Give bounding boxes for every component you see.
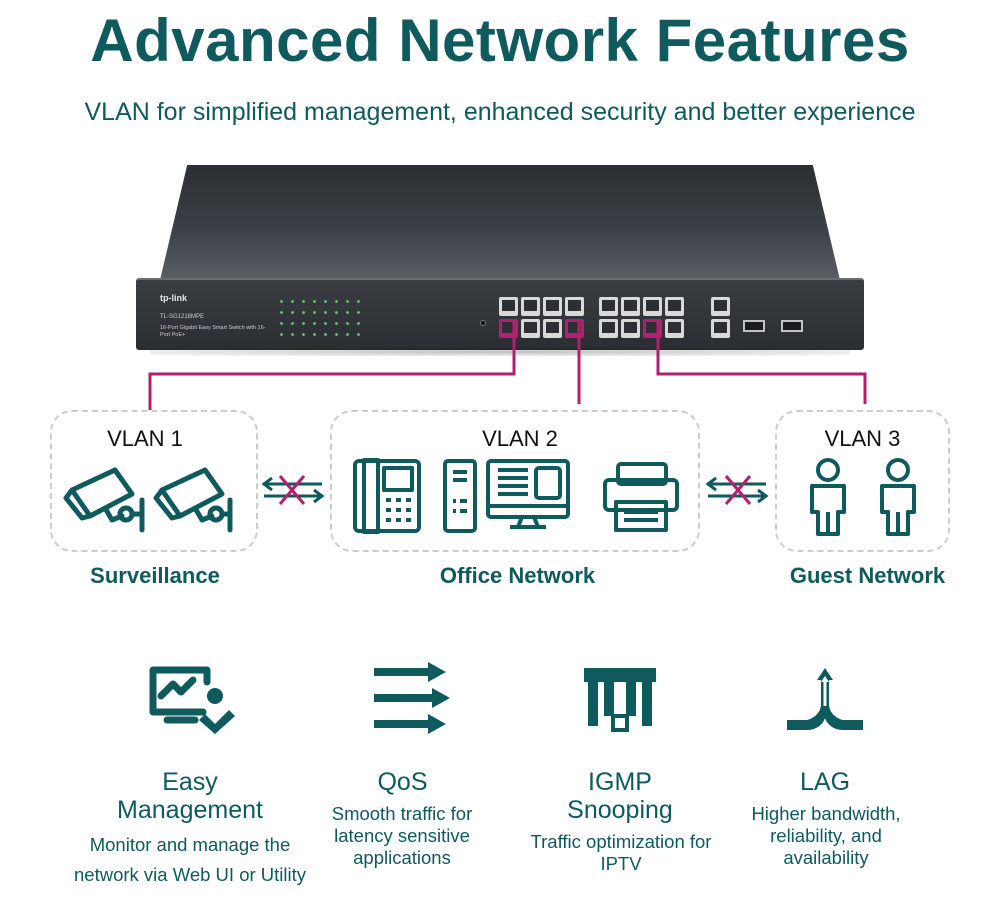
feature-title-lag: LAG (799, 768, 851, 796)
led-grid (276, 296, 368, 340)
port (643, 297, 662, 316)
monitor-icon (486, 459, 570, 529)
page-subtitle: VLAN for simplified management, enhanced… (84, 98, 916, 126)
port (665, 319, 684, 338)
switch-front-panel: tp-link TL-SG1218MPE 16-Port Gigabit Eas… (136, 278, 864, 350)
person-icon (810, 458, 846, 536)
vlan2-box (330, 410, 700, 552)
camera-icon (63, 467, 233, 533)
port (599, 297, 618, 316)
switch-top (160, 165, 840, 280)
vlan2-label: VLAN 2 (482, 426, 558, 451)
person-icon (880, 458, 916, 536)
page-title: Advanced Network Features (90, 7, 910, 74)
monitor-check-icon (149, 666, 235, 734)
port (711, 297, 730, 316)
sfp-port (743, 320, 765, 332)
phone-icon (353, 458, 421, 534)
port (521, 319, 540, 338)
feature-desc-igmp: Traffic optimization for IPTV (530, 831, 712, 874)
port (543, 319, 562, 338)
port-group-1 (499, 297, 584, 338)
feature-title-easy-management: Easy Management (117, 768, 263, 824)
port (521, 297, 540, 316)
port (565, 297, 584, 316)
switch-model: TL-SG1218MPE (160, 314, 205, 320)
port (711, 319, 730, 338)
port (621, 297, 640, 316)
feature-desc-qos: Smooth traffic for latency sensitive app… (331, 803, 473, 868)
aggregation-icon (787, 668, 863, 730)
port (599, 319, 618, 338)
vlan1-label: VLAN 1 (107, 426, 183, 451)
office-network-label: Office Network (439, 563, 596, 588)
office-devices (353, 458, 679, 534)
feature-title-igmp: IGMP Snooping (567, 768, 673, 824)
blocked-link-icon (705, 475, 769, 505)
multicast-icon (584, 668, 656, 732)
port (543, 297, 562, 316)
link-vlan3 (656, 320, 867, 404)
feature-desc-easy-management: Monitor and manage the network via Web U… (74, 834, 306, 885)
vlan3-label: VLAN 3 (824, 426, 901, 451)
port (621, 319, 640, 338)
surveillance-label: Surveillance (90, 563, 220, 588)
sfp-port (781, 320, 803, 332)
computer-tower-icon (443, 459, 477, 533)
arrows-icon (374, 662, 450, 734)
switch-description: 16-Port Gigabit Easy Smart Switch with 1… (160, 325, 266, 338)
port-group-uplink (711, 297, 730, 338)
vlan3-box (775, 410, 950, 552)
reset-button (480, 320, 486, 326)
printer-icon (603, 462, 679, 532)
link-vlan1 (148, 320, 516, 410)
guest-network-label: Guest Network (789, 563, 946, 588)
feature-title-qos: QoS (377, 768, 428, 796)
port (665, 297, 684, 316)
port (499, 297, 518, 316)
brand-logo: tp-link (160, 293, 187, 303)
people-icons (810, 458, 916, 536)
port-group-2 (599, 297, 684, 338)
blocked-link-icon (261, 475, 325, 505)
network-switch: tp-link TL-SG1218MPE 16-Port Gigabit Eas… (130, 165, 870, 356)
vlan1-box (50, 410, 258, 552)
feature-desc-lag: Higher bandwidth, reliability, and avail… (751, 803, 901, 868)
